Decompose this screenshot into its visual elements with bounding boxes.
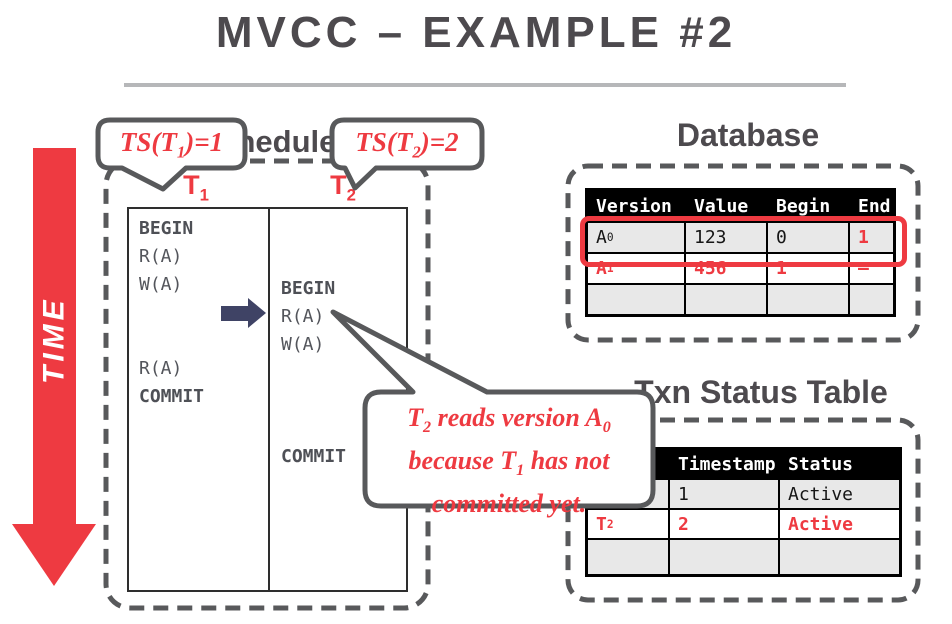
schedule-column-divider — [268, 209, 270, 590]
version-a0-highlight — [580, 216, 907, 267]
page-title: MVCC – EXAMPLE #2 — [215, 8, 737, 57]
database-heading: Database — [676, 117, 820, 153]
op-ra: R(A) — [139, 358, 183, 379]
schedule-col-header-t1: T1 — [183, 170, 209, 205]
title-underline — [124, 83, 846, 87]
op-blank — [281, 415, 346, 443]
table-row — [587, 539, 900, 575]
ts2-callout-text: TS(T2)=2 — [355, 127, 459, 162]
table-cell: 1 — [767, 253, 849, 284]
table-cell — [587, 539, 669, 575]
table-cell: 0 — [767, 222, 849, 253]
op-blank — [281, 359, 346, 387]
table-row — [587, 284, 894, 315]
txn-status-heading: Txn Status Table — [634, 374, 888, 410]
note-line: T2 reads version A0 — [407, 403, 611, 437]
table-cell: Active — [779, 479, 900, 509]
table-cell — [767, 284, 849, 315]
table-cell: 1 — [669, 479, 779, 509]
op-commit: COMMIT — [139, 386, 205, 407]
current-op-arrow-head — [248, 298, 266, 328]
op-wa: W(A) — [139, 274, 183, 295]
table-cell: – — [849, 253, 894, 284]
op-begin: BEGIN — [281, 278, 336, 299]
ts1-callout-text: TS(T1)=1 — [119, 127, 224, 162]
op-commit: COMMIT — [281, 446, 347, 467]
table-cell: Active — [779, 509, 900, 539]
note-line: because T1 has not — [408, 446, 610, 480]
note-callout-text: T2 reads version A0 because T1 has not c… — [365, 401, 653, 520]
schedule-table: BEGIN R(A) W(A) R(A) COMMIT BEGIN R(A) W(A) C… — [127, 207, 408, 592]
table-cell: 1 — [849, 222, 894, 253]
t1-operations: BEGIN R(A) W(A) R(A) COMMIT — [139, 215, 204, 411]
schedule-col-header-t2: T2 — [330, 170, 356, 205]
op-ra: R(A) — [281, 306, 325, 327]
table-cell — [685, 284, 767, 315]
table-cell — [779, 539, 900, 575]
time-arrow-head — [12, 524, 96, 586]
table-header-cell: Status — [779, 449, 900, 479]
op-blank — [281, 219, 346, 247]
op-blank — [139, 299, 204, 327]
table-cell — [587, 284, 685, 315]
t2-operations: BEGIN R(A) W(A) COMMIT — [281, 219, 346, 471]
op-blank — [281, 387, 346, 415]
current-op-arrow-icon — [221, 306, 248, 321]
op-blank — [139, 327, 204, 355]
op-wa: W(A) — [281, 334, 325, 355]
op-blank — [281, 247, 346, 275]
note-line: committed yet. — [431, 489, 587, 519]
table-cell — [669, 539, 779, 575]
op-begin: BEGIN — [139, 218, 194, 239]
table-cell — [849, 284, 894, 315]
table-cell: 123 — [685, 222, 767, 253]
time-arrow-label: TIME — [37, 296, 71, 384]
table-header-cell: Timestamp — [669, 449, 779, 479]
op-ra: R(A) — [139, 246, 183, 267]
time-arrow — [33, 148, 76, 525]
table-cell: 2 — [669, 509, 779, 539]
